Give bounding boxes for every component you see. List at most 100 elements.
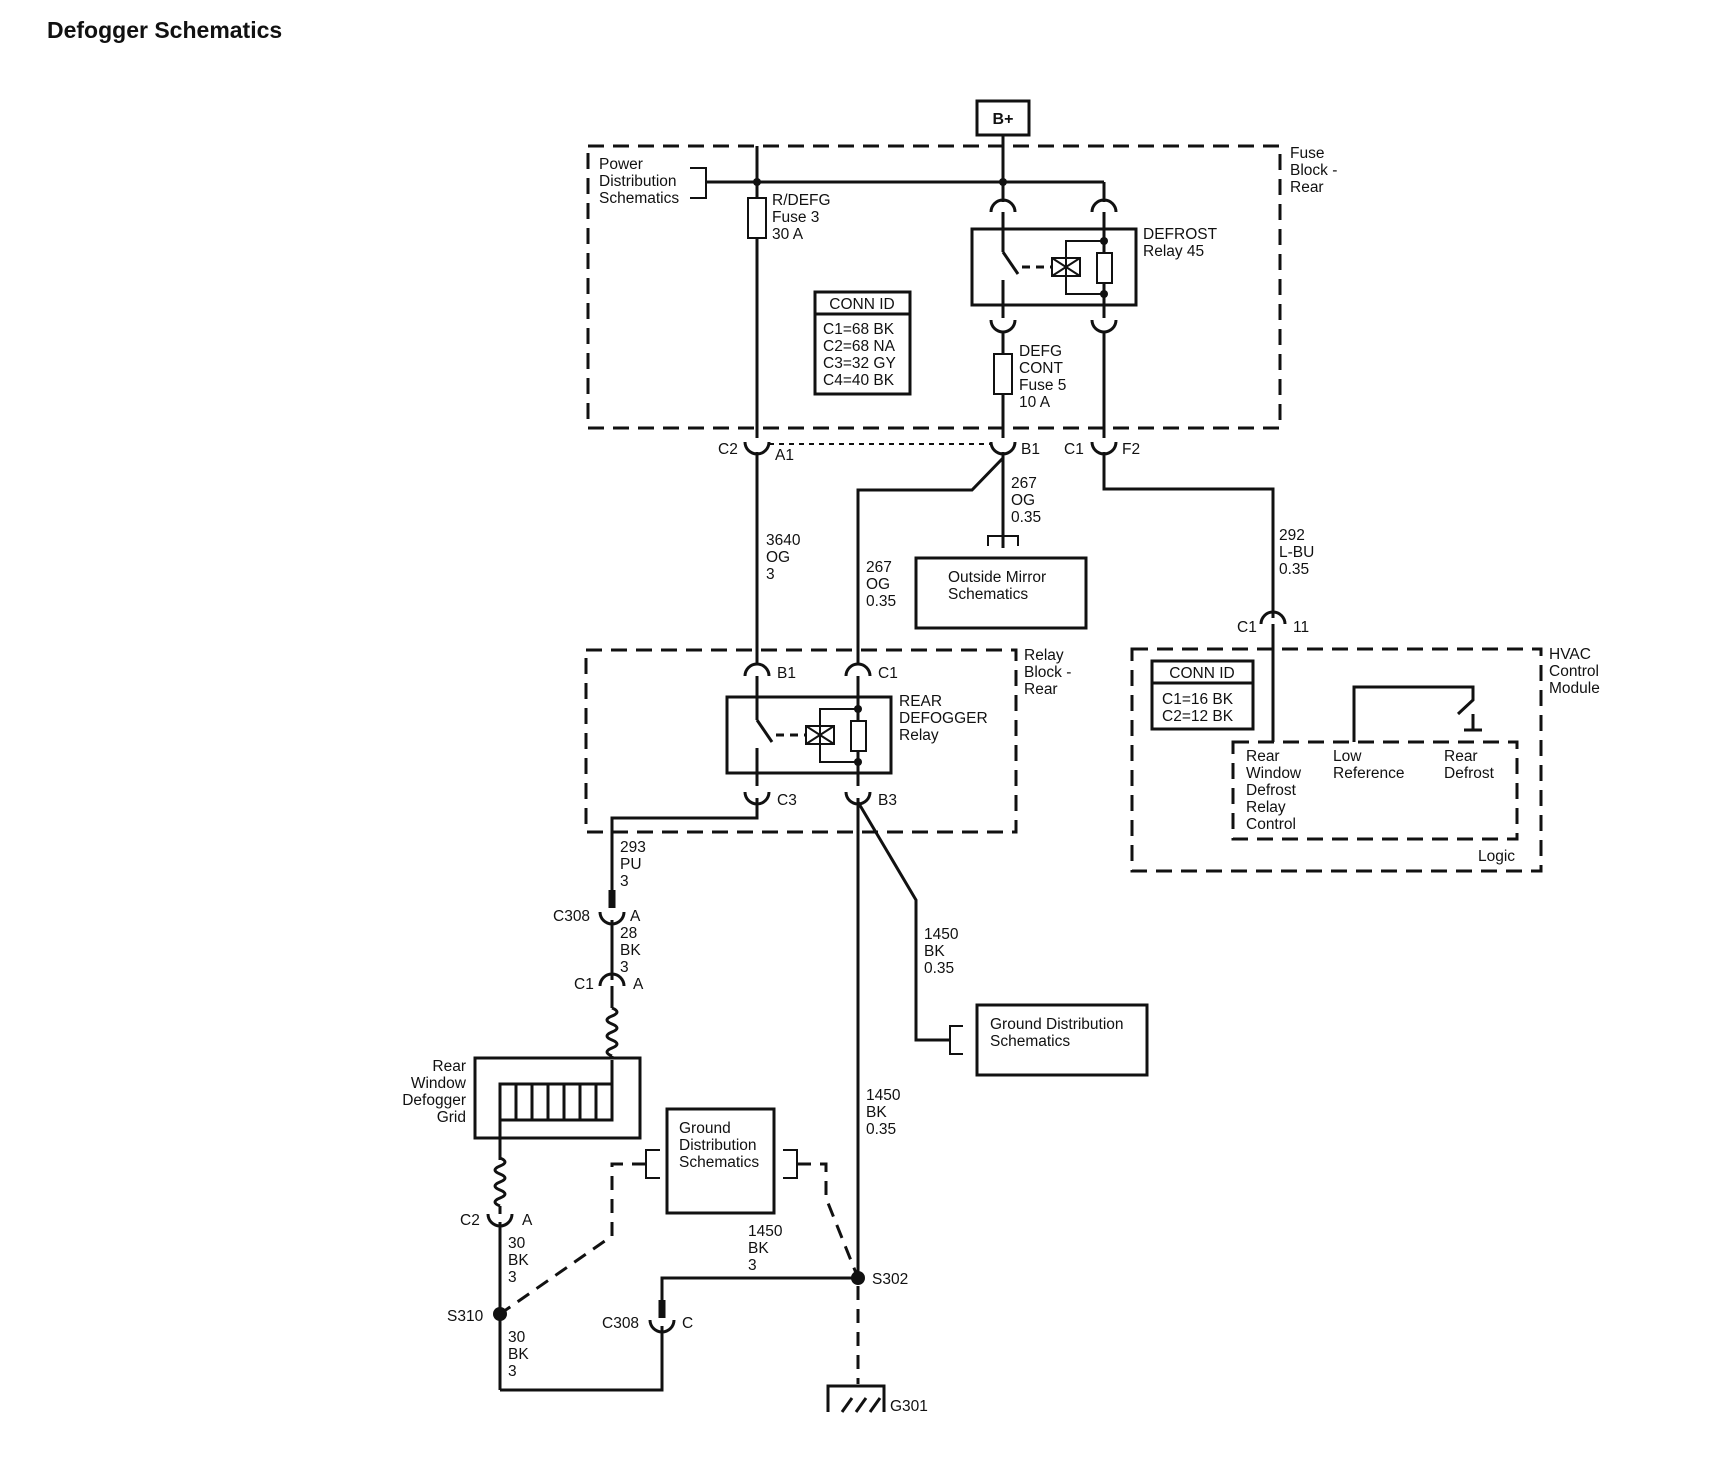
svg-text:C1=68 BK: C1=68 BK — [823, 321, 895, 338]
wire-1450: 1450 BK 0.35 1450 BK 0.35 — [856, 798, 959, 1278]
svg-text:Control: Control — [1549, 663, 1599, 680]
wire-267: 267 OG 0.35 267 OG 0.35 — [856, 452, 1041, 664]
battery-supply: B+ — [975, 99, 1031, 137]
svg-text:HVAC: HVAC — [1549, 646, 1591, 663]
svg-text:S302: S302 — [872, 1271, 908, 1288]
svg-text:3: 3 — [620, 873, 629, 890]
svg-text:28: 28 — [620, 925, 637, 942]
svg-text:Reference: Reference — [1333, 765, 1405, 782]
svg-text:C1: C1 — [878, 665, 898, 682]
fuse-block-rear: Fuse Block - Rear Power Distribution Sch… — [586, 135, 1337, 438]
svg-text:Grid: Grid — [437, 1109, 466, 1126]
svg-text:Logic: Logic — [1478, 848, 1515, 865]
svg-text:Low: Low — [1333, 748, 1362, 765]
svg-text:Schematics: Schematics — [679, 1154, 759, 1171]
svg-text:Schematics: Schematics — [990, 1033, 1070, 1050]
svg-text:Defrost: Defrost — [1246, 782, 1297, 799]
svg-text:CONN ID: CONN ID — [829, 296, 894, 313]
svg-text:BK: BK — [508, 1252, 529, 1269]
splice-s302: S302 — [851, 1271, 908, 1288]
svg-text:A: A — [633, 976, 644, 993]
svg-text:Rear: Rear — [1444, 748, 1478, 765]
svg-text:Defogger: Defogger — [402, 1092, 466, 1109]
svg-text:B1: B1 — [1021, 441, 1040, 458]
svg-text:DEFROST: DEFROST — [1143, 226, 1218, 243]
svg-text:11: 11 — [1293, 619, 1309, 636]
svg-text:A1: A1 — [775, 447, 794, 464]
svg-text:C2: C2 — [460, 1212, 480, 1229]
svg-text:1450: 1450 — [748, 1223, 783, 1240]
svg-text:C3: C3 — [777, 792, 797, 809]
svg-text:293: 293 — [620, 839, 646, 856]
svg-text:C: C — [682, 1315, 693, 1332]
outside-mirror-ref: Outside Mirror Schematics — [914, 535, 1088, 630]
svg-text:F2: F2 — [1122, 441, 1140, 458]
svg-text:C2: C2 — [718, 441, 738, 458]
wire-292: 292 L-BU 0.35 — [1102, 452, 1314, 618]
svg-text:C4=40 BK: C4=40 BK — [823, 372, 895, 389]
svg-text:Control: Control — [1246, 816, 1296, 833]
wire-3640: 3640 OG 3 — [755, 452, 801, 664]
svg-text:Block -: Block - — [1024, 664, 1071, 681]
svg-text:0.35: 0.35 — [866, 593, 896, 610]
svg-text:Relay: Relay — [1246, 799, 1286, 816]
connector-c2-a: C2 A 30 BK 3 — [460, 1156, 533, 1390]
svg-text:B+: B+ — [993, 111, 1014, 128]
rear-defogger-relay: REAR DEFOGGER Relay — [725, 676, 988, 786]
ground-distribution-ref-right: Ground Distribution Schematics — [949, 1003, 1149, 1077]
svg-text:Fuse 5: Fuse 5 — [1019, 377, 1066, 394]
svg-text:C308: C308 — [602, 1315, 639, 1332]
svg-text:OG: OG — [866, 576, 890, 593]
rear-window-defogger-grid: Rear Window Defogger Grid — [402, 1056, 642, 1160]
svg-text:OG: OG — [766, 549, 790, 566]
svg-text:3640: 3640 — [766, 532, 801, 549]
svg-text:G301: G301 — [890, 1398, 928, 1415]
svg-text:BK: BK — [924, 943, 945, 960]
svg-text:L-BU: L-BU — [1279, 544, 1314, 561]
svg-text:Relay 45: Relay 45 — [1143, 243, 1204, 260]
svg-text:DEFOGGER: DEFOGGER — [899, 710, 988, 727]
fuse-rdefg: R/DEFG Fuse 3 30 A — [747, 192, 831, 243]
svg-text:0.35: 0.35 — [1011, 509, 1041, 526]
svg-text:30: 30 — [508, 1329, 526, 1346]
svg-text:Distribution: Distribution — [599, 173, 677, 190]
svg-text:292: 292 — [1279, 527, 1305, 544]
svg-text:DEFG: DEFG — [1019, 343, 1062, 360]
svg-text:CONN ID: CONN ID — [1169, 665, 1234, 682]
svg-text:1450: 1450 — [866, 1087, 901, 1104]
connector-c308-c: C308 C 1450 BK 3 — [602, 1223, 858, 1334]
svg-text:REAR: REAR — [899, 693, 942, 710]
svg-text:1450: 1450 — [924, 926, 959, 943]
hvac-control-module: C1 11 HVAC Control Module CONN ID C1=16 … — [1130, 610, 1600, 873]
svg-text:30: 30 — [508, 1235, 526, 1252]
fuse-block-label: Fuse — [1290, 145, 1324, 162]
svg-text:BK: BK — [620, 942, 641, 959]
svg-text:Defrost: Defrost — [1444, 765, 1495, 782]
svg-text:C1: C1 — [1064, 441, 1084, 458]
fuse-defg-cont: DEFG CONT Fuse 5 10 A — [993, 332, 1066, 438]
svg-text:C1: C1 — [574, 976, 594, 993]
connector-c308-a: C308 A 28 BK 3 — [553, 890, 641, 980]
svg-text:3: 3 — [766, 566, 775, 583]
fuse-block-conn-id-table: CONN ID C1=68 BK C2=68 NA C3=32 GY C4=40… — [813, 290, 912, 396]
svg-text:B3: B3 — [878, 792, 897, 809]
svg-text:0.35: 0.35 — [866, 1121, 896, 1138]
svg-text:C308: C308 — [553, 908, 590, 925]
relay-block-rear: Relay Block - Rear B1 C1 REAR DEFOGGER R… — [584, 647, 1071, 834]
svg-text:C2=68 NA: C2=68 NA — [823, 338, 896, 355]
fuse-block-connectors: C2 A1 B1 C1 F2 — [718, 441, 1140, 464]
svg-text:Ground: Ground — [679, 1120, 731, 1137]
svg-text:S310: S310 — [447, 1308, 484, 1325]
svg-text:C1=16 BK: C1=16 BK — [1162, 691, 1234, 708]
svg-text:Rear: Rear — [1290, 179, 1324, 196]
svg-text:Schematics: Schematics — [599, 190, 679, 207]
svg-text:BK: BK — [748, 1240, 769, 1257]
svg-text:Rear: Rear — [432, 1058, 466, 1075]
svg-text:30 A: 30 A — [772, 226, 804, 243]
svg-text:BK: BK — [866, 1104, 887, 1121]
svg-text:BK: BK — [508, 1346, 529, 1363]
wire-293: 293 PU 3 — [610, 798, 759, 902]
svg-text:Distribution: Distribution — [679, 1137, 757, 1154]
defrost-relay: DEFROST Relay 45 — [970, 182, 1218, 334]
